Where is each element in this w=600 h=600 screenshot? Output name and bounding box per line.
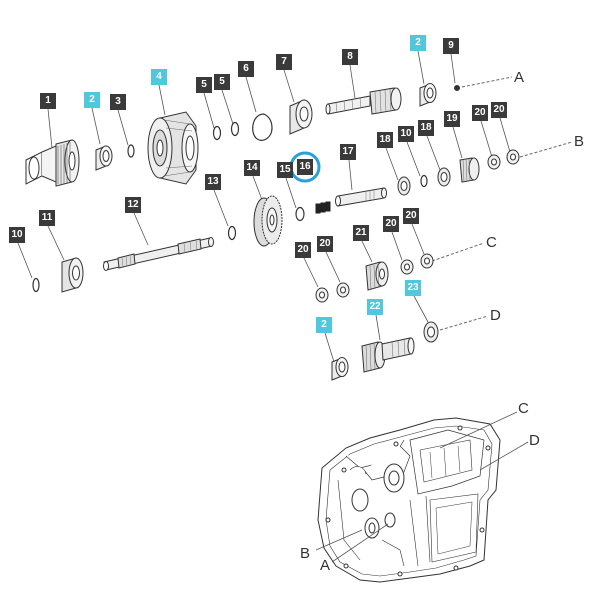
callout-18-a: 18 bbox=[377, 132, 393, 148]
part-2-bearing-c bbox=[331, 357, 349, 381]
reference-letter-c-top: C bbox=[486, 234, 497, 251]
callout-10-a: 10 bbox=[398, 126, 414, 142]
part-14-gear bbox=[253, 195, 283, 247]
part-1-coupling bbox=[25, 139, 80, 187]
callout-20-c: 20 bbox=[383, 216, 399, 232]
callout-10-b: 10 bbox=[9, 227, 25, 243]
callout-20-a: 20 bbox=[472, 105, 488, 121]
part-18-bearing-a bbox=[397, 176, 411, 196]
part-20-washer-f bbox=[336, 282, 350, 298]
callout-8: 8 bbox=[342, 49, 358, 65]
reference-letter-c-case: C bbox=[518, 400, 529, 417]
callout-2-a: 2 bbox=[84, 92, 100, 108]
callout-7: 7 bbox=[276, 54, 292, 70]
reference-letter-b-top: B bbox=[574, 133, 585, 150]
part-15-ring bbox=[295, 206, 305, 222]
leader-lines bbox=[17, 50, 511, 363]
reference-letter-d-case: D bbox=[529, 432, 540, 449]
part-13-ring bbox=[227, 225, 237, 241]
part-10-ring-a bbox=[420, 174, 428, 188]
part-18-bearing-b bbox=[437, 167, 451, 187]
callout-5-b: 5 bbox=[214, 74, 230, 90]
case-leader-lines bbox=[315, 411, 529, 563]
part-2-bearing-a bbox=[95, 145, 113, 171]
part-9-ball bbox=[454, 85, 460, 91]
callout-20-f: 20 bbox=[317, 236, 333, 252]
part-4-drum bbox=[147, 111, 199, 185]
part-10-ring-b bbox=[32, 277, 40, 293]
part-20-washer-c bbox=[400, 259, 414, 275]
reference-letter-d-top: D bbox=[490, 307, 501, 324]
callout-6: 6 bbox=[238, 61, 254, 77]
callout-2-c: 2 bbox=[316, 317, 332, 333]
callout-9: 9 bbox=[443, 38, 459, 54]
part-5-ring-b bbox=[230, 121, 240, 137]
callout-15: 15 bbox=[277, 162, 293, 178]
callout-2-b: 2 bbox=[410, 35, 426, 51]
callout-13: 13 bbox=[205, 174, 221, 190]
callout-1: 1 bbox=[40, 93, 56, 109]
reference-letter-b-case: B bbox=[300, 545, 311, 562]
callout-4: 4 bbox=[151, 69, 167, 85]
part-21-gear bbox=[365, 261, 389, 291]
part-16-spring bbox=[315, 201, 331, 214]
part-20-washer-d bbox=[420, 253, 434, 269]
transmission-case bbox=[317, 417, 501, 583]
part-20-washer-e bbox=[315, 287, 329, 303]
reference-letter-a-top: A bbox=[514, 69, 525, 86]
part-2-bearing-b bbox=[419, 83, 437, 107]
callout-17: 17 bbox=[340, 144, 356, 160]
callout-18-b: 18 bbox=[418, 120, 434, 136]
part-7-bearing bbox=[289, 99, 313, 135]
callout-3: 3 bbox=[110, 94, 126, 110]
callout-12: 12 bbox=[125, 197, 141, 213]
callout-19: 19 bbox=[444, 111, 460, 127]
part-20-washer-b bbox=[506, 149, 520, 165]
part-11-bearing bbox=[61, 257, 84, 293]
part-22-gear-shaft bbox=[361, 337, 415, 373]
part-6-snap-ring bbox=[252, 113, 273, 141]
part-3-ring bbox=[127, 144, 135, 158]
reference-dashed-lines bbox=[431, 76, 573, 331]
callout-14: 14 bbox=[244, 160, 260, 176]
callout-20-e: 20 bbox=[295, 242, 311, 258]
reference-letter-a-case: A bbox=[320, 557, 331, 574]
part-17-shaft bbox=[335, 187, 387, 207]
callout-5-a: 5 bbox=[196, 77, 212, 93]
callout-21: 21 bbox=[353, 225, 369, 241]
callout-23: 23 bbox=[405, 280, 421, 296]
part-20-washer-a bbox=[487, 154, 501, 170]
part-12-shaft bbox=[103, 237, 214, 271]
callout-11: 11 bbox=[39, 210, 55, 226]
part-23-bearing bbox=[423, 321, 439, 343]
callout-20-d: 20 bbox=[403, 208, 419, 224]
callout-20-b: 20 bbox=[491, 102, 507, 118]
part-8-shaft bbox=[325, 87, 402, 115]
callout-16: 16 bbox=[297, 159, 313, 175]
callout-22: 22 bbox=[367, 299, 383, 315]
part-19-gear bbox=[459, 157, 480, 183]
part-5-ring-a bbox=[212, 125, 222, 141]
